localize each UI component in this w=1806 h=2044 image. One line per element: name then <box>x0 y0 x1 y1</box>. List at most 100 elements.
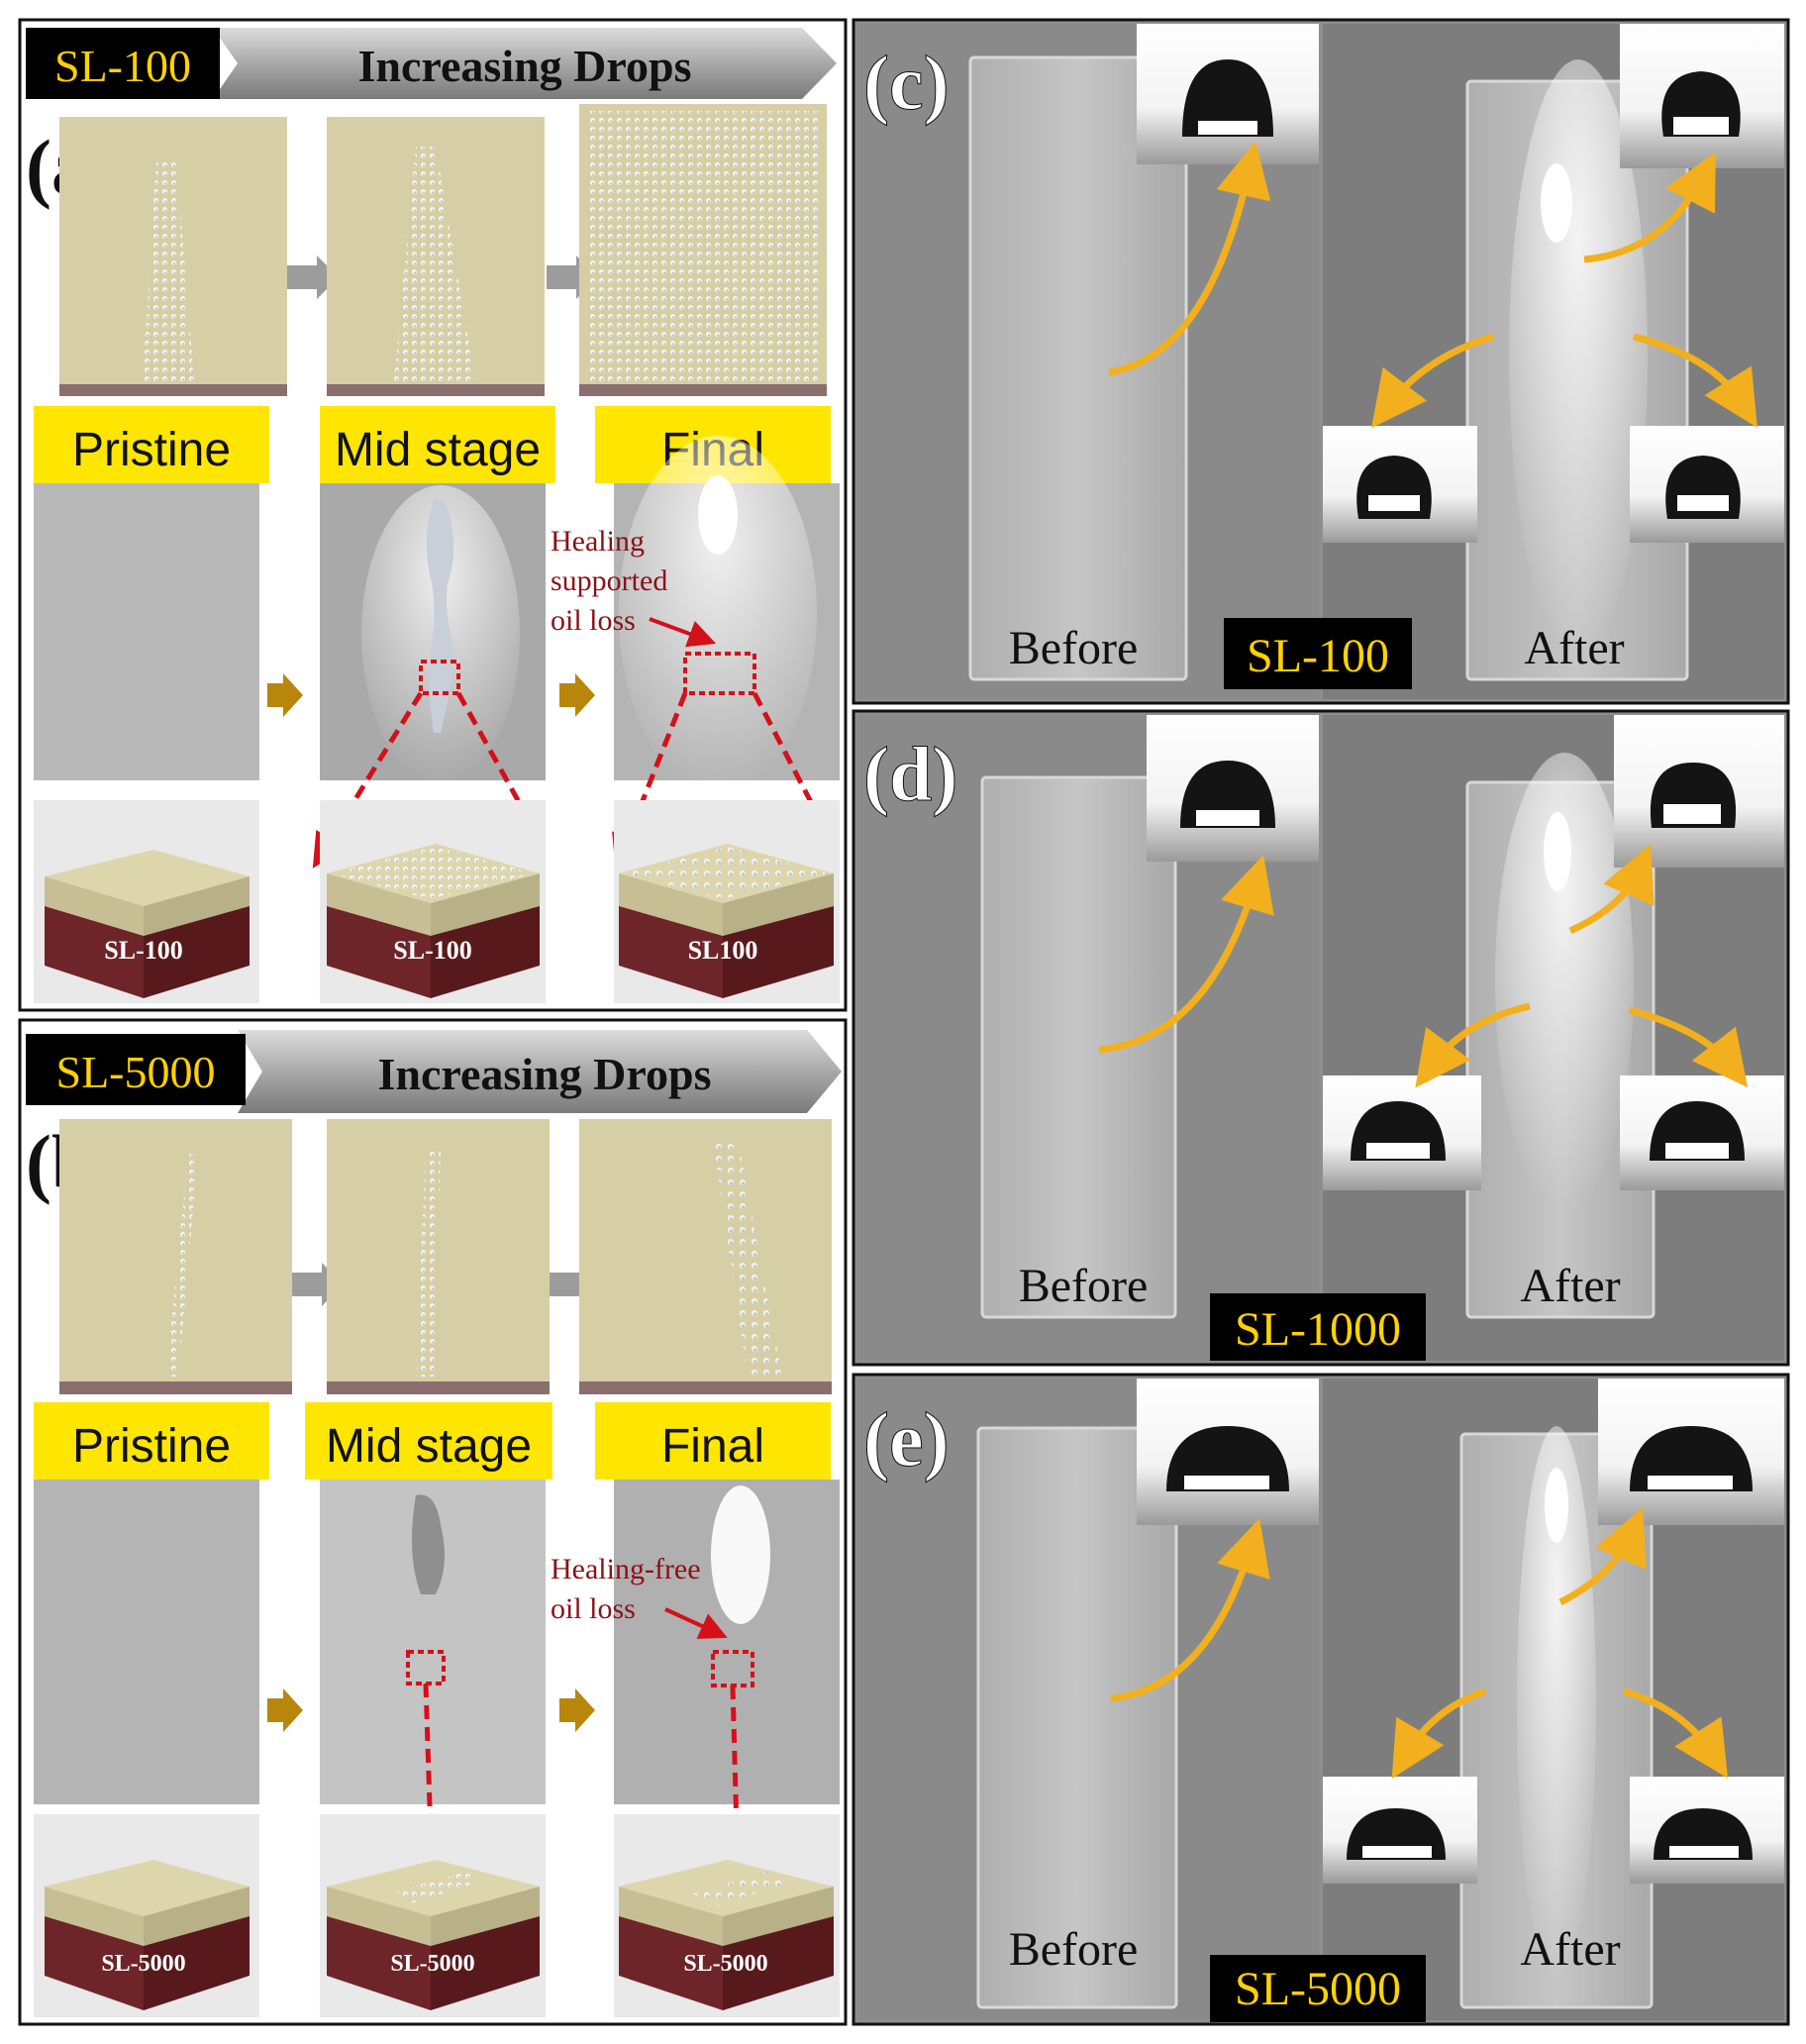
before-label: Before <box>1009 622 1139 674</box>
slab-final <box>579 104 827 396</box>
gold-arrow-after-left <box>1415 1002 1531 1088</box>
stage-label-mid: Mid stage <box>326 1420 532 1473</box>
banner-text: Increasing Drops <box>358 41 692 91</box>
block-mid: SL-5000 <box>320 1814 546 2017</box>
gold-arrow-before <box>1098 855 1274 1054</box>
panel-d: (d) Before After SL-1000 <box>852 709 1790 1367</box>
stage-label-bg-2 <box>320 406 555 483</box>
zoom-arrow-final <box>720 1685 755 1885</box>
slab-mid <box>327 117 545 396</box>
stage-label-pristine: Pristine <box>72 1420 231 1473</box>
slab-pristine <box>59 117 287 396</box>
tag-text: SL-5000 <box>56 1047 216 1097</box>
annotation-line-2: oil loss <box>551 1592 636 1625</box>
drop-inset-after-right <box>1630 1777 1784 1884</box>
annotation-arrow <box>664 1607 728 1639</box>
block-label-2: SL-100 <box>393 936 471 965</box>
stage-label-mid: Mid stage <box>335 424 541 476</box>
before-label: Before <box>1019 1260 1149 1312</box>
drop-inset-after-right <box>1630 426 1784 543</box>
drop-inset-after-left <box>1323 1075 1481 1190</box>
panel-a: Increasing Drops SL-100 (a) Pristine Mid… <box>18 18 848 1012</box>
plate-before <box>968 55 1188 681</box>
block-label-1: SL-100 <box>104 936 182 965</box>
block-label-3: SL100 <box>688 936 758 965</box>
block-final: SL100 <box>614 800 840 1003</box>
annotation-line-1: Healing-free <box>551 1553 701 1585</box>
tag-sl5000 <box>26 1034 246 1105</box>
banner-text: Increasing Drops <box>378 1049 712 1099</box>
annotation-line-3: oil loss <box>551 604 636 637</box>
increasing-drops-banner <box>238 1030 842 1113</box>
photo-final <box>614 1480 840 1804</box>
gold-arrow-after-left <box>1391 1687 1487 1780</box>
tag-text: SL-100 <box>54 41 191 91</box>
stage-label-bg-1 <box>34 1402 269 1480</box>
drop-inset-after-top <box>1620 24 1784 168</box>
stage-label-pristine: Pristine <box>72 424 231 476</box>
gold-arrow-after-right <box>1633 333 1757 428</box>
gold-arrow-after-top <box>1568 844 1655 935</box>
after-label: After <box>1520 1923 1620 1976</box>
panel-c: (c) Before After SL-100 <box>852 18 1790 705</box>
photo-pristine <box>34 1480 259 1804</box>
block-final: SL-5000 <box>614 1814 840 2017</box>
photo-final <box>614 436 840 792</box>
panel-e: (e) Before After SL-5000 <box>852 1373 1790 2026</box>
tag-text: SL-100 <box>1247 630 1389 682</box>
before-label: Before <box>1009 1923 1139 1976</box>
gold-arrow-after-right <box>1623 1687 1729 1779</box>
slab-final <box>579 1119 832 1394</box>
gold-arrow-before <box>1110 1518 1270 1702</box>
gold-arrow-after-right <box>1629 1006 1749 1088</box>
photo-pristine <box>34 483 259 780</box>
tag-text: SL-1000 <box>1235 1303 1401 1356</box>
drop-inset-before <box>1147 715 1319 862</box>
panel-letter: (c) <box>863 40 950 126</box>
photo-mid <box>320 1480 546 1804</box>
gold-arrow-after-left <box>1371 333 1494 429</box>
drop-inset-after-left <box>1323 1777 1477 1884</box>
block-pristine: SL-100 <box>34 800 259 1003</box>
tag-sl5000 <box>1210 1955 1426 2022</box>
drop-inset-after-left <box>1323 426 1477 543</box>
panel-letter: (e) <box>863 1396 950 1482</box>
gold-arrow-2 <box>559 1688 595 1732</box>
drop-inset-before <box>1137 1379 1319 1525</box>
photo-mid <box>320 483 546 782</box>
tag-sl100 <box>26 28 220 99</box>
panel-letter: (d) <box>863 731 957 817</box>
block-label-2: SL-5000 <box>390 1951 474 1977</box>
annotation-arrow <box>649 617 717 648</box>
grey-arrow-1 <box>287 256 339 299</box>
gold-arrow-after-top <box>1583 152 1716 263</box>
zoom-arrow-mid-right <box>455 691 542 843</box>
drop-inset-after-top <box>1598 1379 1784 1525</box>
drop-inset-after-right <box>1620 1075 1784 1190</box>
slab-pristine <box>59 1119 292 1394</box>
after-label: After <box>1520 1260 1620 1312</box>
panel-b: Increasing Drops SL-5000 (b) Pristine Mi… <box>18 1018 848 2026</box>
block-mid: SL-100 <box>320 800 546 1003</box>
gold-arrow-1 <box>267 673 303 717</box>
annotation-line-1: Healing <box>551 525 645 558</box>
stage-label-bg-3 <box>595 1402 831 1480</box>
block-label-1: SL-5000 <box>101 1951 185 1977</box>
tag-sl100 <box>1224 618 1412 689</box>
gold-arrow-1 <box>267 1688 303 1732</box>
after-label: After <box>1524 622 1624 674</box>
stage-label-bg-1 <box>34 406 269 483</box>
stage-label-final: Final <box>661 1420 764 1473</box>
gold-arrow-2 <box>559 673 595 717</box>
tag-sl1000 <box>1210 1293 1426 1361</box>
zoom-arrow-final-right <box>752 691 833 843</box>
tag-text: SL-5000 <box>1235 1963 1401 2015</box>
block-label-3: SL-5000 <box>683 1951 767 1977</box>
drop-inset-before <box>1137 24 1319 164</box>
block-pristine: SL-5000 <box>34 1814 259 2017</box>
stage-label-bg-2 <box>305 1402 552 1480</box>
plate-before <box>976 1426 1178 2009</box>
slab-mid <box>327 1119 550 1394</box>
increasing-drops-banner <box>213 28 837 99</box>
